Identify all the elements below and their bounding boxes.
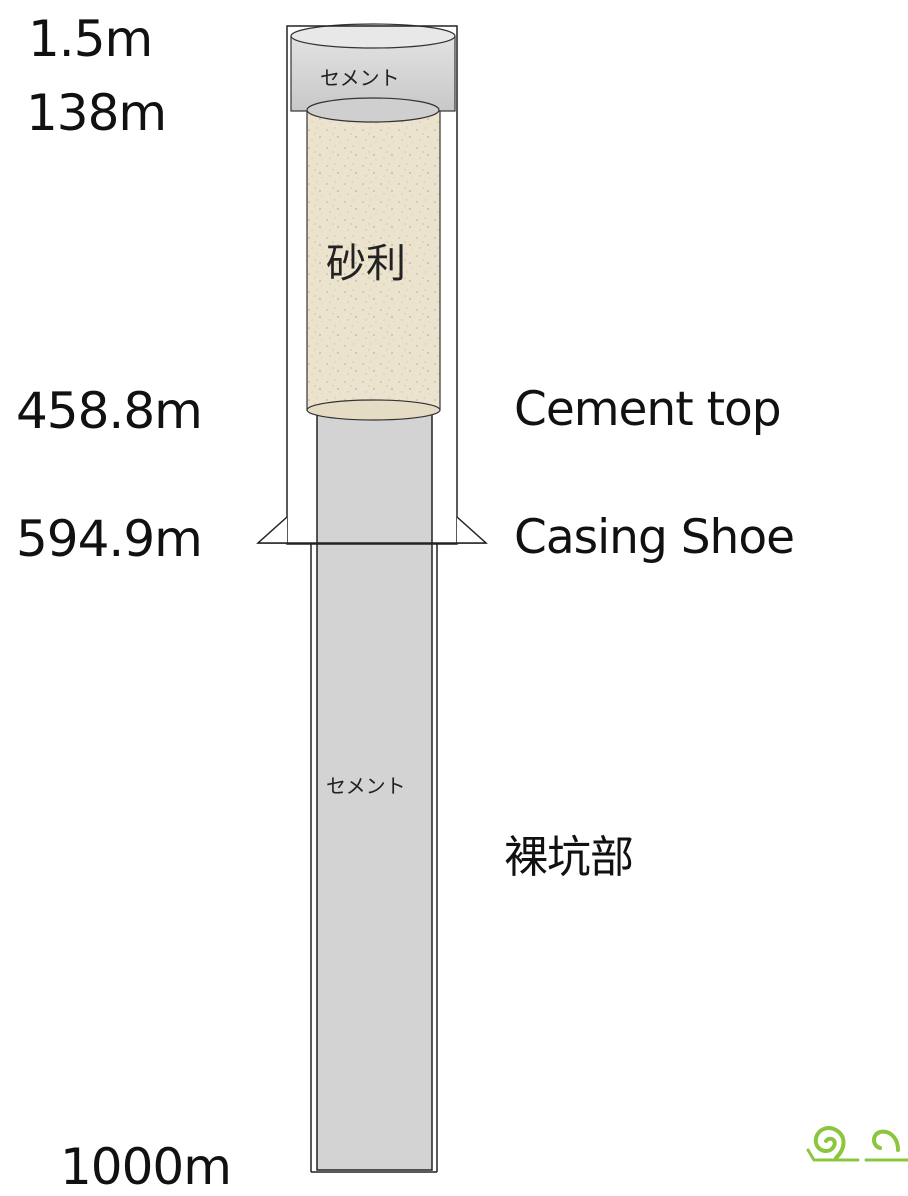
gravel-bottom-ellipse	[306, 399, 441, 421]
top-plug-label: セメント	[320, 66, 400, 90]
open-hole-label: 裸坑部	[504, 832, 634, 883]
lower-cement-column	[316, 407, 433, 1171]
lower-cement-label: セメント	[326, 774, 406, 798]
depth-label-top: 1.5m	[28, 10, 153, 68]
gravel-label: 砂利	[326, 241, 406, 287]
casing-shoe-left-triangle	[256, 516, 288, 544]
casing-shoe-right-triangle	[456, 516, 488, 544]
casing-shoe-label: Casing Shoe	[514, 510, 795, 565]
casing-outline	[286, 25, 458, 545]
depth-label-bottom: 1000m	[60, 1138, 232, 1196]
gravel-top-ellipse	[306, 97, 440, 123]
depth-label-casing-shoe: 594.9m	[16, 510, 203, 568]
top-plug-top-ellipse	[290, 23, 456, 49]
cement-top-label: Cement top	[514, 382, 782, 437]
depth-label-gravel-top: 138m	[26, 84, 167, 142]
snail-logo	[806, 1125, 908, 1162]
depth-label-cement-top: 458.8m	[16, 382, 203, 440]
